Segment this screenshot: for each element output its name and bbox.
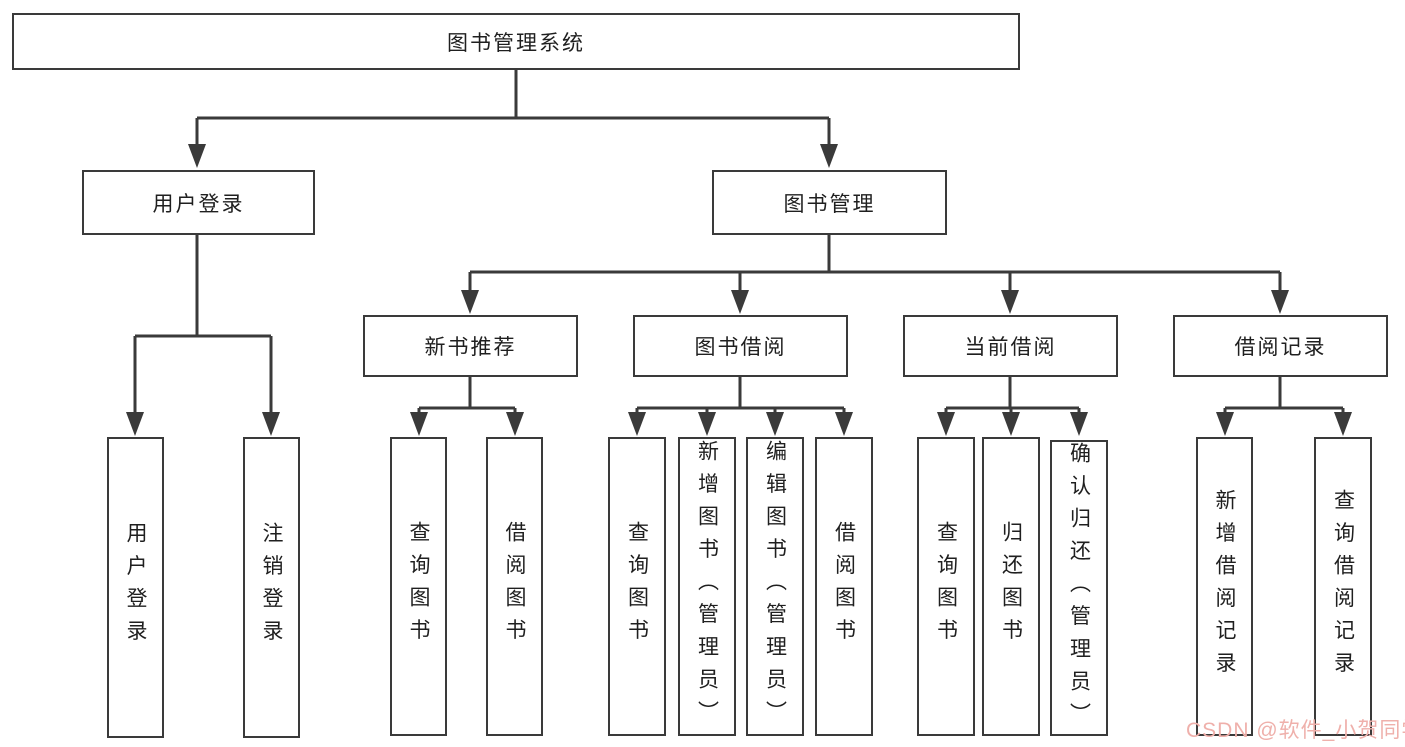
leaf-query-books-recommendation: 查询图书 <box>390 437 447 736</box>
leaf-add-borrow-record: 新增借阅记录 <box>1196 437 1253 736</box>
leaf-query-books-borrowing: 查询图书 <box>608 437 666 736</box>
node-current-borrowing: 当前借阅 <box>903 315 1118 377</box>
leaf-return-book: 归还图书 <box>982 437 1040 736</box>
leaf-query-borrow-record: 查询借阅记录 <box>1314 437 1372 736</box>
node-new-book-recommendation: 新书推荐 <box>363 315 578 377</box>
node-user-login: 用户登录 <box>82 170 315 235</box>
leaf-query-books-current: 查询图书 <box>917 437 975 736</box>
leaf-confirm-return-admin: 确认归还（管理员） <box>1050 440 1108 736</box>
node-book-borrowing: 图书借阅 <box>633 315 848 377</box>
node-borrowing-records: 借阅记录 <box>1173 315 1388 377</box>
leaf-borrow-books-borrowing: 借阅图书 <box>815 437 873 736</box>
leaf-edit-book-admin: 编辑图书（管理员） <box>746 437 804 736</box>
node-library-management-system: 图书管理系统 <box>12 13 1020 70</box>
leaf-borrow-books-recommendation: 借阅图书 <box>486 437 543 736</box>
csdn-watermark: CSDN @软件_小贺同学 <box>1186 719 1405 742</box>
node-book-management: 图书管理 <box>712 170 947 235</box>
leaf-user-login: 用户登录 <box>107 437 164 738</box>
leaf-logout-login: 注销登录 <box>243 437 300 738</box>
leaf-add-book-admin: 新增图书（管理员） <box>678 437 736 736</box>
